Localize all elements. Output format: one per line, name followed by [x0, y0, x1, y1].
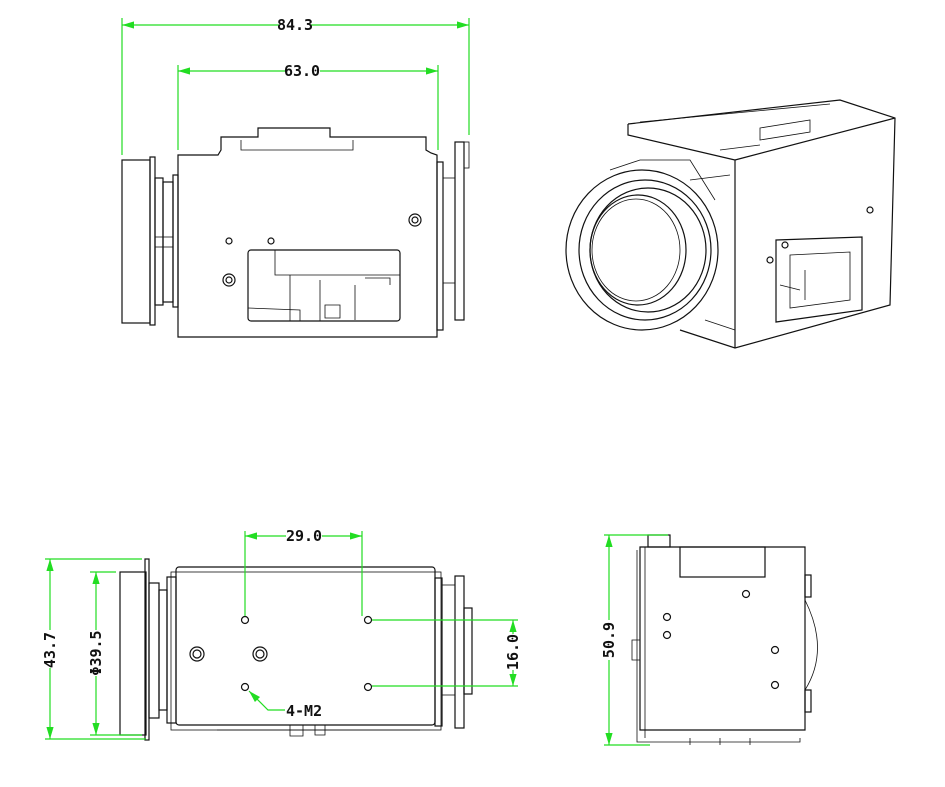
bottom-view: 29.0 43.7 Φ39.5 16.0 4-M2 [41, 527, 522, 741]
mounting-hole-callout: 4-M2 [286, 702, 322, 720]
dimension-overall-length: 84.3 [277, 16, 313, 34]
dimension-hole-spacing-vertical: 16.0 [504, 634, 522, 670]
side-view: 50.9 [600, 534, 818, 746]
dimension-hole-spacing-horizontal: 29.0 [286, 527, 322, 545]
top-view: 84.3 63.0 [121, 16, 470, 338]
dimension-overall-height: 43.7 [41, 632, 59, 668]
dimension-side-height: 50.9 [600, 622, 618, 658]
dimension-lens-diameter: Φ39.5 [87, 630, 105, 675]
isometric-view [565, 99, 896, 349]
dimension-body-length: 63.0 [284, 62, 320, 80]
